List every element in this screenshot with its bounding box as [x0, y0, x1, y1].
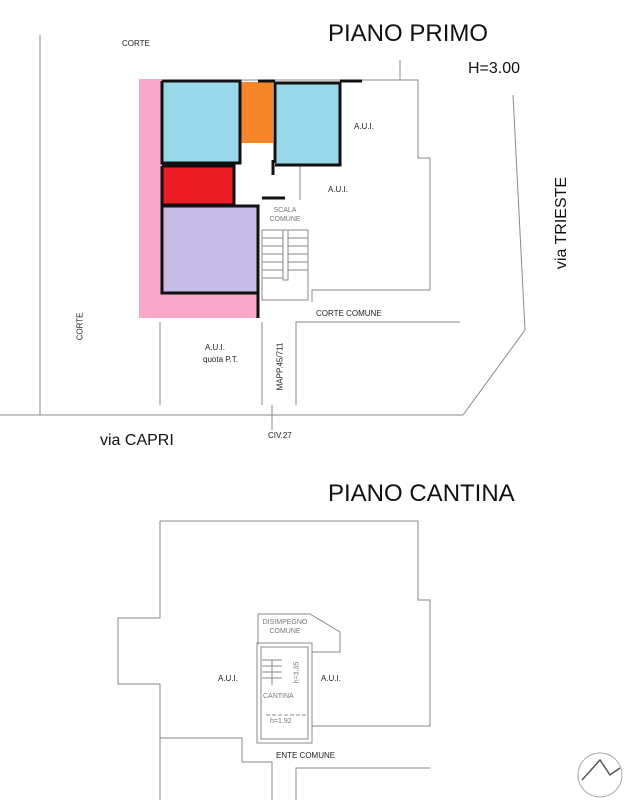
site-lines	[0, 35, 526, 430]
height-192-label: h=1.92	[270, 718, 292, 725]
rooms	[139, 79, 340, 318]
corte-left-label: CORTE	[75, 312, 85, 341]
red-room	[162, 166, 234, 205]
piano-cantina-title: PIANO CANTINA	[328, 480, 515, 507]
aui-label-2: A.U.I.	[328, 185, 349, 194]
right-room	[275, 83, 340, 165]
aui-pt-label: A.U.I.	[205, 343, 226, 352]
corte-top-label: CORTE	[122, 39, 150, 48]
civ-label: CIV.27	[268, 431, 292, 440]
basement-lines	[117, 520, 431, 800]
via-trieste-label: via TRIESTE	[553, 176, 571, 270]
via-capri-label: via CAPRI	[100, 432, 174, 449]
height-label: H=3.00	[468, 60, 521, 77]
aui-label-1: A.U.I.	[354, 122, 375, 131]
purple-room	[162, 206, 258, 293]
cantina-label: CANTINA	[263, 693, 294, 700]
aui-right-label: A.U.I.	[321, 674, 342, 683]
left-room	[162, 81, 240, 163]
quota-pt-label: quota P.T.	[203, 355, 238, 364]
stairs	[261, 229, 309, 301]
aui-left-label: A.U.I.	[218, 674, 239, 683]
height-335-label: h=3.35	[293, 661, 301, 684]
mapp-label: MAPP.45/711	[275, 342, 285, 391]
piano-primo-title: PIANO PRIMO	[328, 20, 489, 47]
ente-comune-label: ENTE COMUNE	[276, 751, 336, 760]
walls	[160, 79, 362, 318]
north-arrow-icon	[577, 752, 623, 798]
small-room	[240, 82, 273, 143]
corte-comune-label: CORTE COMUNE	[316, 309, 382, 318]
